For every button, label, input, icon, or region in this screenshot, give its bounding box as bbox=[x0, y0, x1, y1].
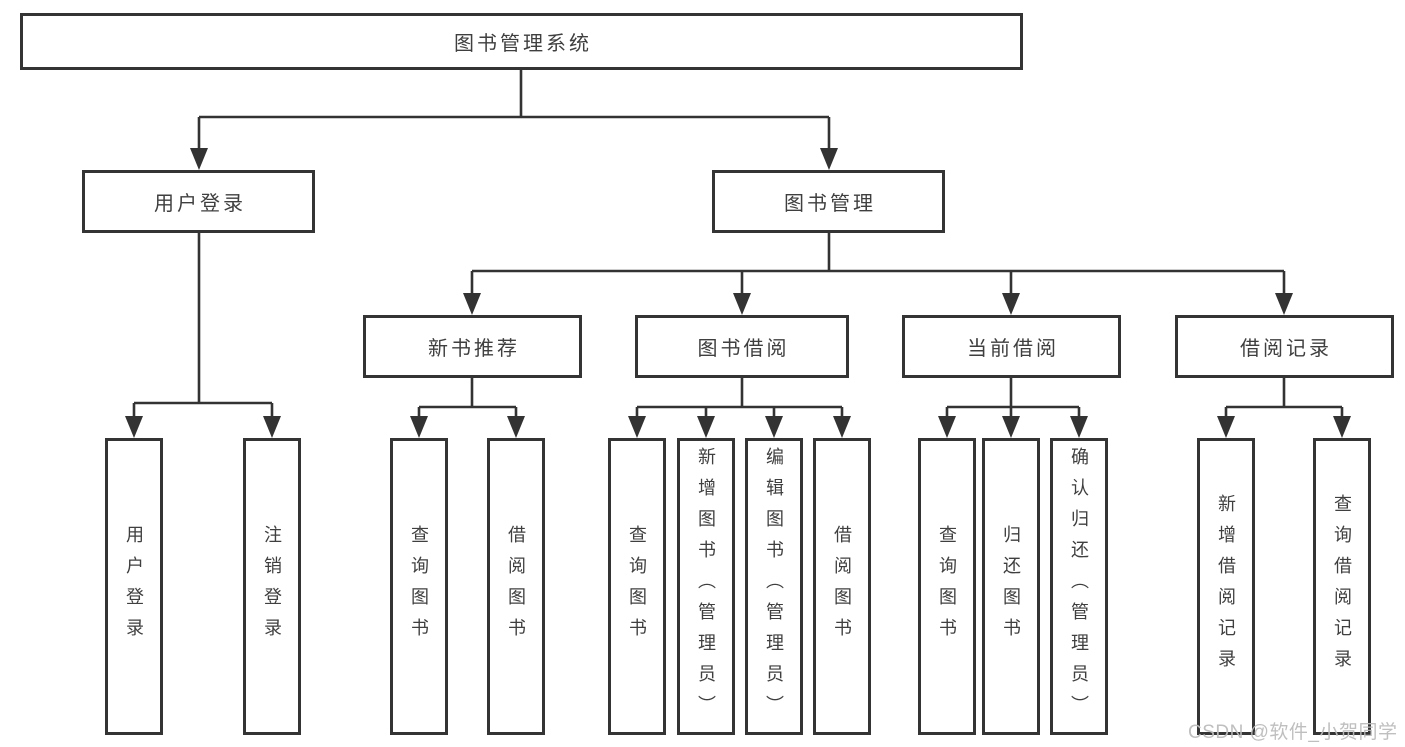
arrow-down-icon bbox=[463, 293, 481, 315]
connector-new-book-group bbox=[417, 378, 518, 418]
node-label: 新增图书（管理员） bbox=[696, 447, 716, 726]
arrow-down-icon bbox=[765, 416, 783, 438]
connector-current-borrow-group bbox=[945, 378, 1081, 418]
node-label: 查询图书 bbox=[937, 524, 957, 649]
node-label: 图书管理 bbox=[784, 193, 876, 215]
node-label: 新增借阅记录 bbox=[1216, 493, 1236, 680]
connector-user-login-group bbox=[132, 233, 274, 418]
arrow-down-icon bbox=[1070, 416, 1088, 438]
arrow-down-icon bbox=[410, 416, 428, 438]
connector-borrow-record-group bbox=[1224, 378, 1344, 418]
leaf-confirm-return-admin: 确认归还（管理员） bbox=[1050, 438, 1108, 735]
arrow-down-icon bbox=[125, 416, 143, 438]
connector-book-mgmt-to-level2 bbox=[470, 233, 1286, 295]
leaf-borrow-books: 借阅图书 bbox=[813, 438, 871, 735]
arrow-down-icon bbox=[190, 148, 208, 170]
node-label: 借阅图书 bbox=[832, 524, 852, 649]
leaf-edit-books-admin: 编辑图书（管理员） bbox=[745, 438, 803, 735]
arrow-down-icon bbox=[733, 293, 751, 315]
arrow-down-icon bbox=[1275, 293, 1293, 315]
node-library-management-system: 图书管理系统 bbox=[20, 13, 1023, 70]
leaf-query-books: 查询图书 bbox=[390, 438, 448, 735]
node-label: 借阅图书 bbox=[506, 524, 526, 649]
csdn-watermark: CSDN @软件_小贺同学 bbox=[1188, 722, 1398, 743]
leaf-borrow-books: 借阅图书 bbox=[487, 438, 545, 735]
node-label: 用户登录 bbox=[124, 524, 144, 649]
node-label: 注销登录 bbox=[262, 524, 282, 649]
node-label: 图书借阅 bbox=[697, 338, 790, 360]
node-book-borrowing: 图书借阅 bbox=[635, 315, 849, 378]
node-book-management-branch: 图书管理 bbox=[712, 170, 945, 233]
node-label: 图书管理系统 bbox=[454, 33, 592, 55]
node-label: 查询图书 bbox=[409, 524, 429, 649]
node-label: 确认归还（管理员） bbox=[1069, 447, 1089, 726]
arrow-down-icon bbox=[628, 416, 646, 438]
arrow-down-icon bbox=[833, 416, 851, 438]
node-label: 当前借阅 bbox=[967, 338, 1059, 360]
arrowheads bbox=[125, 148, 1351, 438]
arrow-down-icon bbox=[1217, 416, 1235, 438]
node-label: 借阅记录 bbox=[1240, 338, 1332, 360]
node-label: 用户登录 bbox=[154, 193, 246, 215]
node-new-book-recommend: 新书推荐 bbox=[363, 315, 582, 378]
connector-book-borrow-group bbox=[635, 378, 844, 418]
leaf-query-books: 查询图书 bbox=[918, 438, 976, 735]
arrow-down-icon bbox=[938, 416, 956, 438]
node-label: 编辑图书（管理员） bbox=[764, 447, 784, 726]
node-label: 新书推荐 bbox=[428, 338, 520, 360]
arrow-down-icon bbox=[1002, 416, 1020, 438]
connector-root-to-level1 bbox=[197, 70, 831, 150]
leaf-query-books: 查询图书 bbox=[608, 438, 666, 735]
node-label: 查询图书 bbox=[627, 524, 647, 649]
arrow-down-icon bbox=[820, 148, 838, 170]
node-label: 查询借阅记录 bbox=[1332, 493, 1352, 680]
leaf-user-login: 用户登录 bbox=[105, 438, 163, 735]
leaf-query-borrow-record: 查询借阅记录 bbox=[1313, 438, 1371, 735]
arrow-down-icon bbox=[697, 416, 715, 438]
node-current-borrowing: 当前借阅 bbox=[902, 315, 1121, 378]
node-borrowing-records: 借阅记录 bbox=[1175, 315, 1394, 378]
leaf-add-books-admin: 新增图书（管理员） bbox=[677, 438, 735, 735]
arrow-down-icon bbox=[1002, 293, 1020, 315]
node-label: 归还图书 bbox=[1001, 524, 1021, 649]
node-user-login-branch: 用户登录 bbox=[82, 170, 315, 233]
arrow-down-icon bbox=[263, 416, 281, 438]
leaf-return-books: 归还图书 bbox=[982, 438, 1040, 735]
arrow-down-icon bbox=[1333, 416, 1351, 438]
arrow-down-icon bbox=[507, 416, 525, 438]
leaf-add-borrow-record: 新增借阅记录 bbox=[1197, 438, 1255, 735]
leaf-logout: 注销登录 bbox=[243, 438, 301, 735]
